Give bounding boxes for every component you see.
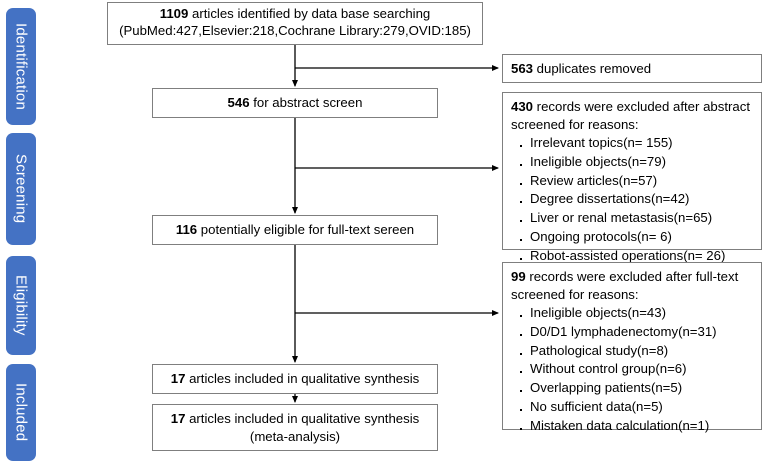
excluded-fulltext-heading: 99 records were excluded after full-text… xyxy=(511,268,755,303)
identified-text: articles identified by data base searchi… xyxy=(188,6,431,21)
box-meta-analysis: 17 articles included in qualitative synt… xyxy=(152,404,438,451)
excluded-abstract-reason-list: Irrelevant topics(n= 155) Ineligible obj… xyxy=(511,134,755,265)
box-duplicates-removed: 563 duplicates removed xyxy=(502,54,762,83)
fulltext-eligible-count: 116 xyxy=(175,222,198,238)
list-item: Ineligible objects(n=43) xyxy=(519,304,755,323)
stage-chip-identification: Identification xyxy=(6,8,36,125)
qualitative-label: articles included in qualitative synthes… xyxy=(185,371,420,387)
identified-sources: (PubMed:427,Elsevier:218,Cochrane Librar… xyxy=(119,23,471,39)
box-abstract-screen: 546 for abstract screen xyxy=(152,88,438,118)
meta-analysis-text: 17 articles included in qualitative synt… xyxy=(171,410,420,427)
fulltext-eligible-label: potentially eligible for full-text seree… xyxy=(197,222,415,238)
identified-headline: 1109 articles identified by data base se… xyxy=(114,5,476,22)
meta-analysis-count: 17 xyxy=(170,411,186,427)
abstract-screen-label: for abstract screen xyxy=(249,95,363,111)
list-item: Ongoing protocols(n= 6) xyxy=(519,228,755,247)
abstract-screen-count: 546 xyxy=(227,95,250,111)
stage-label-included: Included xyxy=(12,383,30,442)
list-item: Review articles(n=57) xyxy=(519,172,755,191)
list-item: Robot-assisted operations(n= 26) xyxy=(519,247,755,266)
qualitative-count: 17 xyxy=(170,371,186,387)
stage-chip-screening: Screening xyxy=(6,133,36,245)
qualitative-text: 17 articles included in qualitative synt… xyxy=(171,370,420,387)
stage-chip-eligibility: Eligibility xyxy=(6,256,36,355)
excluded-abstract-heading-text: records were excluded after abstract xyxy=(533,99,750,114)
excluded-fulltext-heading-text2: screened for reasons: xyxy=(511,286,639,302)
list-item: Irrelevant topics(n= 155) xyxy=(519,134,755,153)
list-item: Mistaken data calculation(n=1) xyxy=(519,417,755,436)
stage-label-screening: Screening xyxy=(12,154,30,224)
list-item: Ineligible objects(n=79) xyxy=(519,153,755,172)
box-excluded-after-fulltext: 99 records were excluded after full-text… xyxy=(502,262,762,433)
list-item: Pathological study(n=8) xyxy=(519,342,755,361)
excluded-fulltext-count: 99 xyxy=(511,269,526,284)
excluded-abstract-count: 430 xyxy=(511,99,534,114)
box-qualitative-synthesis: 17 articles included in qualitative synt… xyxy=(152,364,438,394)
excluded-abstract-heading: 430 records were excluded after abstract… xyxy=(511,98,755,133)
fulltext-eligible-text: 116 potentially eligible for full-text s… xyxy=(176,221,414,238)
excluded-fulltext-reason-list: Ineligible objects(n=43) D0/D1 lymphaden… xyxy=(511,304,755,435)
box-articles-identified: 1109 articles identified by data base se… xyxy=(107,2,483,45)
stage-chip-included: Included xyxy=(6,364,36,461)
abstract-screen-text: 546 for abstract screen xyxy=(228,94,363,111)
duplicates-label: duplicates removed xyxy=(533,60,652,76)
list-item: Liver or renal metastasis(n=65) xyxy=(519,209,755,228)
duplicates-count: 563 xyxy=(511,60,534,76)
list-item: Degree dissertations(n=42) xyxy=(519,190,755,209)
excluded-fulltext-heading-text: records were excluded after full-text xyxy=(525,269,739,284)
excluded-abstract-heading-text2: screened for reasons: xyxy=(511,116,639,132)
box-fulltext-eligible: 116 potentially eligible for full-text s… xyxy=(152,215,438,245)
meta-analysis-label: articles included in qualitative synthes… xyxy=(185,411,420,427)
list-item: D0/D1 lymphadenectomy(n=31) xyxy=(519,323,755,342)
identified-count: 1109 xyxy=(159,6,189,21)
duplicates-text: 563 duplicates removed xyxy=(511,60,651,77)
list-item: No sufficient data(n=5) xyxy=(519,398,755,417)
meta-analysis-subtitle: (meta-analysis) xyxy=(249,428,341,444)
list-item: Without control group(n=6) xyxy=(519,360,755,379)
box-excluded-after-abstract: 430 records were excluded after abstract… xyxy=(502,92,762,263)
list-item: Overlapping patients(n=5) xyxy=(519,379,755,398)
stage-label-identification: Identification xyxy=(12,22,30,111)
stage-label-eligibility: Eligibility xyxy=(12,275,30,336)
